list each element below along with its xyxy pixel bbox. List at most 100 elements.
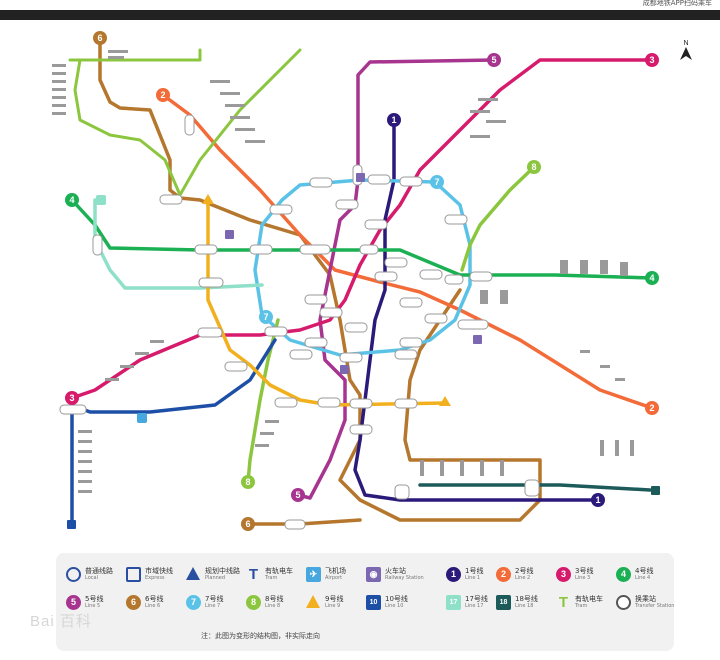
station-labels — [480, 290, 488, 304]
legend-circle-icon: 2 — [496, 567, 511, 582]
station-labels — [52, 104, 66, 107]
line-badge-8: 8 — [241, 475, 255, 489]
station-labels — [108, 56, 124, 59]
legend-square-icon: 10 — [366, 595, 381, 610]
station-capsule — [339, 352, 363, 363]
legend-circle-icon: 6 — [126, 595, 141, 610]
legend-label: 8号线 — [265, 595, 284, 603]
station-capsule — [344, 322, 368, 333]
station-capsule — [224, 361, 248, 372]
station-labels — [470, 135, 490, 138]
legend-label: 4号线 — [635, 567, 654, 575]
station-labels — [255, 444, 269, 447]
station-labels — [500, 290, 508, 304]
station-labels — [108, 50, 128, 53]
line-badge-8: 8 — [527, 160, 541, 174]
station-capsule — [364, 219, 388, 230]
compass-label: N — [683, 40, 688, 47]
line-badge-4: 4 — [645, 271, 659, 285]
top-bar — [0, 10, 720, 20]
legend-label-en: Line 3 — [575, 575, 591, 581]
legend-label: 5号线 — [85, 595, 104, 603]
legend-label-en: Line 8 — [265, 603, 281, 609]
line-badge-4: 4 — [65, 193, 79, 207]
line-badge-7: 7 — [430, 175, 444, 189]
legend-square-icon: 18 — [496, 595, 511, 610]
legend-label: 7号线 — [205, 595, 224, 603]
station-capsule — [284, 519, 306, 530]
station-capsule — [469, 271, 493, 282]
legend-label: 换乘站 — [635, 595, 656, 603]
legend-note: 注：此图为变形的结构图，非实际走向 — [201, 632, 320, 640]
station-capsule — [319, 307, 343, 318]
station-capsule — [399, 176, 423, 187]
station-labels — [478, 98, 498, 101]
station-capsule — [198, 277, 224, 288]
legend-label-en: Line 17 — [465, 603, 484, 609]
line-8-route — [460, 165, 536, 272]
station-labels — [580, 260, 588, 274]
legend-circle-icon: 8 — [246, 595, 261, 610]
station-labels — [260, 432, 274, 435]
legend-label-en: Line 2 — [515, 575, 531, 581]
planned-line-icon — [202, 194, 214, 204]
station-labels — [615, 378, 625, 381]
line-3-route — [70, 58, 654, 400]
legend-circle-icon: 1 — [446, 567, 461, 582]
station-capsule — [384, 257, 408, 268]
station-capsule — [349, 424, 373, 435]
station-labels — [135, 352, 149, 355]
station-labels — [230, 116, 250, 119]
legend-label: 17号线 — [465, 595, 488, 603]
svg-text:3: 3 — [69, 393, 74, 403]
svg-text:2: 2 — [649, 403, 654, 413]
station-labels — [78, 470, 92, 473]
station-labels — [460, 460, 464, 476]
station-labels — [150, 340, 164, 343]
station-labels — [486, 120, 506, 123]
legend-label-en: Line 10 — [385, 603, 404, 609]
legend-circle-icon: 4 — [616, 567, 631, 582]
svg-text:3: 3 — [649, 55, 654, 65]
svg-text:1: 1 — [391, 115, 396, 125]
legend-circle-icon: 3 — [556, 567, 571, 582]
line-18-route — [418, 483, 652, 492]
legend-square-icon: 17 — [446, 595, 461, 610]
svg-text:7: 7 — [434, 177, 439, 187]
line-1-route — [353, 118, 602, 502]
station-capsule — [374, 271, 398, 282]
station-capsule — [197, 327, 223, 338]
tram-route — [73, 48, 302, 197]
legend-label-en: Line 4 — [635, 575, 651, 581]
legend-label: 火车站 — [385, 567, 406, 575]
railway-station-icon — [67, 520, 76, 529]
station-labels — [600, 365, 610, 368]
station-capsule — [317, 397, 341, 408]
top-note: 成都地铁APP扫码乘车 — [642, 0, 712, 7]
legend-label-en: Local — [85, 575, 98, 581]
station-labels — [52, 64, 66, 67]
legend-label-en: Line 9 — [325, 603, 341, 609]
line-badge-1: 1 — [387, 113, 401, 127]
legend-label-en: Tram — [575, 603, 588, 609]
station-labels — [265, 420, 279, 423]
svg-text:2: 2 — [160, 90, 165, 100]
legend-label: 有轨电车 — [265, 567, 293, 575]
railway-station-icon — [651, 486, 660, 495]
station-capsule — [394, 349, 418, 360]
line-badge-5: 5 — [291, 488, 305, 502]
legend-label-en: Line 6 — [145, 603, 161, 609]
station-labels — [470, 110, 490, 113]
station-labels — [235, 128, 255, 131]
legend-plane-icon: ✈ — [306, 567, 321, 582]
svg-text:4: 4 — [649, 273, 654, 283]
station-labels — [78, 430, 92, 433]
legend-label-en: Tram — [265, 575, 278, 581]
tram-route-2 — [68, 48, 202, 62]
station-capsule — [524, 479, 540, 497]
station-labels — [78, 450, 92, 453]
station-labels — [78, 480, 92, 483]
station-labels — [52, 112, 66, 115]
legend-circle-icon: 7 — [186, 595, 201, 610]
svg-text:6: 6 — [97, 33, 102, 43]
